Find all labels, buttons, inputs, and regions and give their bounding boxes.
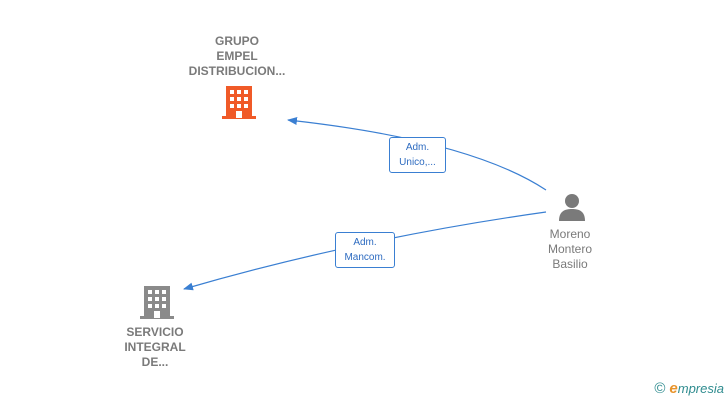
building-icon[interactable] (222, 84, 256, 125)
edge-label-line: Adm. (405, 142, 430, 153)
person-label-line: Montero (547, 242, 593, 256)
company-top-label-line: GRUPO (214, 34, 259, 48)
company-top-label-line: DISTRIBUCION... (188, 64, 286, 78)
edge-label-line: Adm. (353, 237, 377, 248)
edge-label-line: Mancom. (344, 252, 386, 263)
company-bottom-label-line: INTEGRAL (124, 340, 186, 354)
company-bottom-label-line: DE... (141, 355, 169, 369)
company-bottom-label[interactable]: SERVICIO INTEGRAL DE... (90, 325, 220, 370)
person-label[interactable]: Moreno Montero Basilio (530, 227, 610, 272)
brand-logo-text: mpresia (677, 380, 724, 396)
person-label-line: Basilio (552, 257, 588, 271)
company-top-label[interactable]: GRUPO EMPEL DISTRIBUCION... (172, 34, 302, 79)
edge-label-line: Unico,... (399, 157, 436, 168)
brand-footer: © empresia (654, 378, 724, 398)
company-top-label-line: EMPEL (216, 49, 258, 63)
person-icon[interactable] (557, 192, 587, 227)
copyright-icon: © (654, 379, 666, 397)
edge-label-adm-mancom[interactable]: Adm. Mancom. (335, 232, 395, 268)
edge-label-adm-unico[interactable]: Adm. Unico,... (389, 137, 446, 173)
company-bottom-label-line: SERVICIO (126, 325, 184, 339)
brand-logo-initial: e (669, 379, 678, 397)
brand-logo[interactable]: empresia (669, 380, 724, 397)
person-label-line: Moreno (549, 227, 591, 241)
building-icon[interactable] (140, 284, 174, 325)
